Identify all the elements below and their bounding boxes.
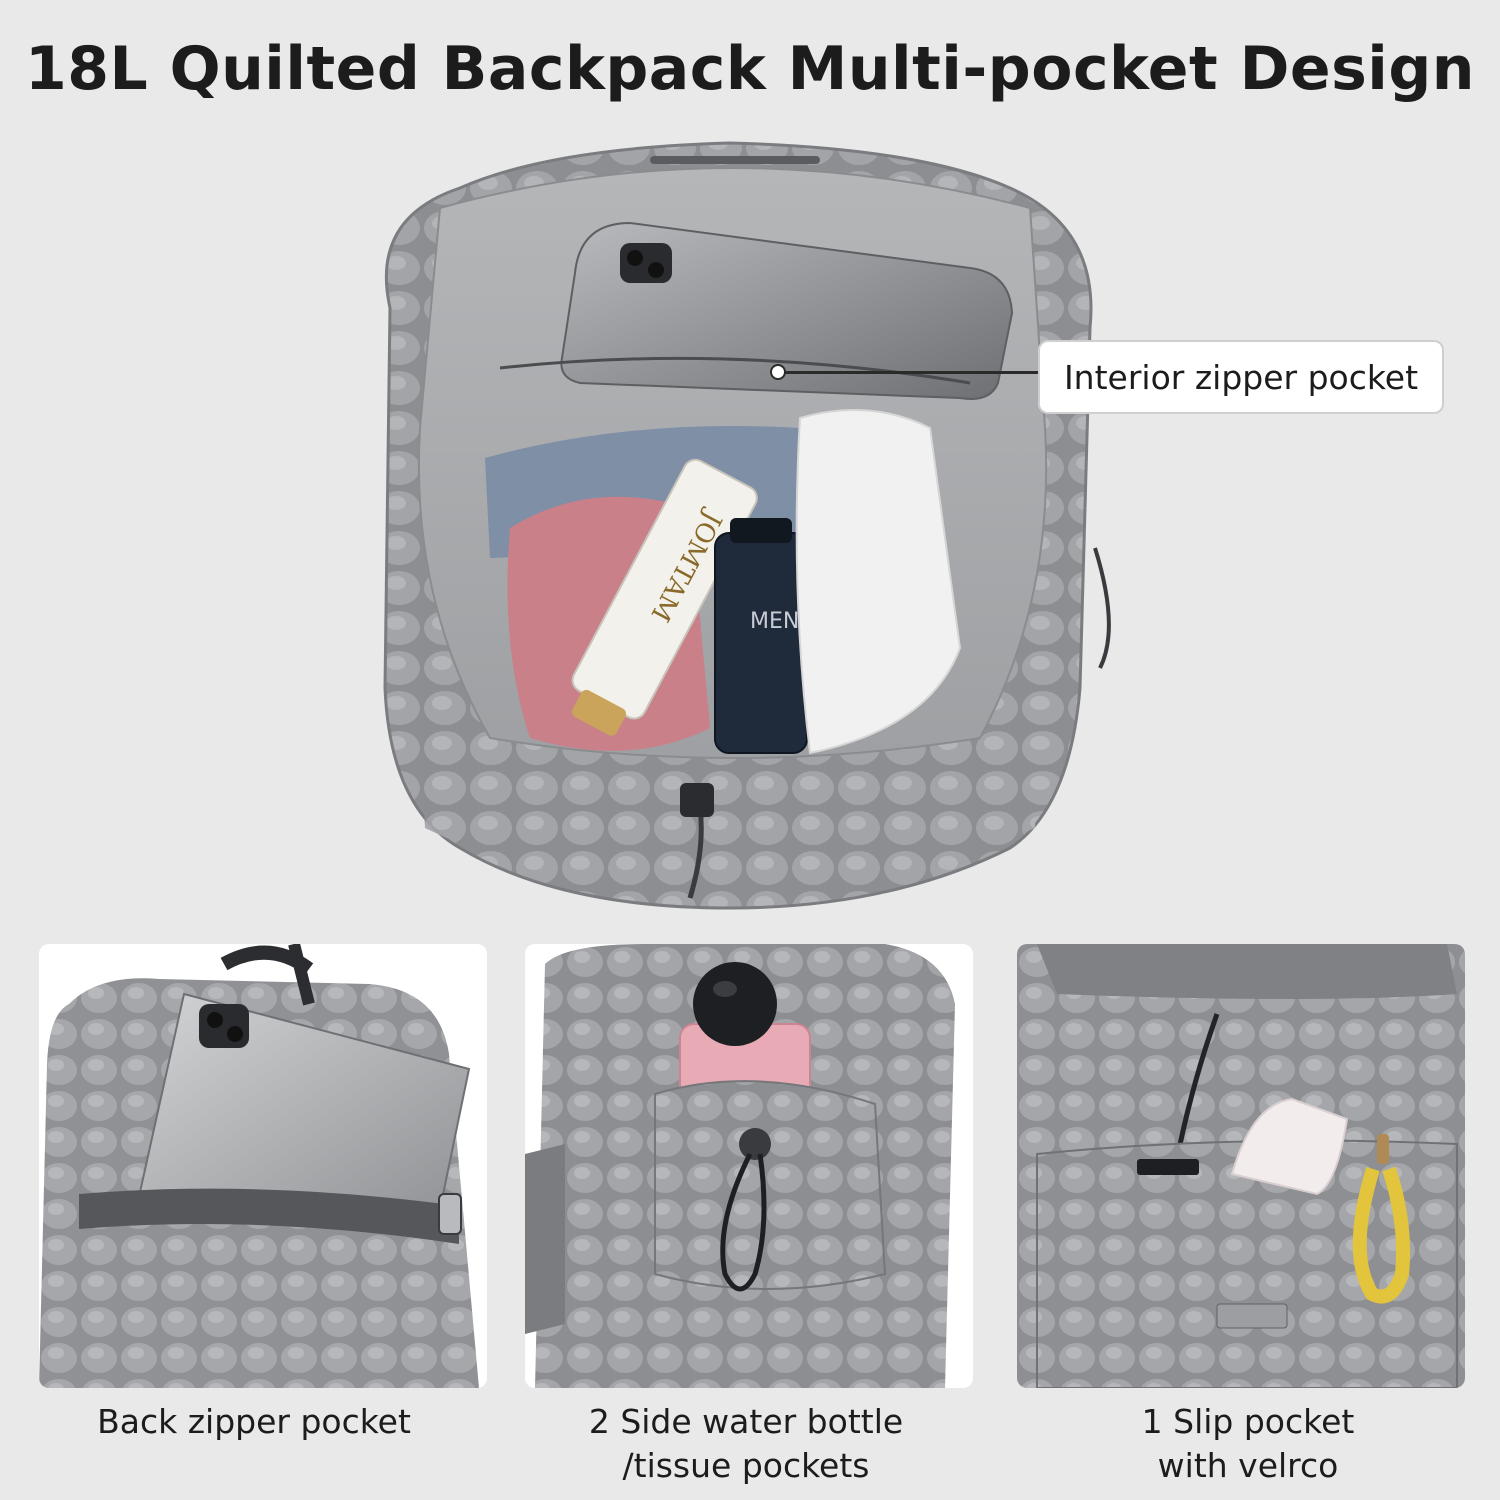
caption-back-zipper-pocket: Back zipper pocket — [30, 1400, 478, 1444]
page-title: 18L Quilted Backpack Multi-pocket Design — [24, 34, 1476, 104]
panel-slip-pocket-image — [1017, 944, 1465, 1388]
callout-interior-zipper-pocket: Interior zipper pocket — [1038, 340, 1444, 414]
callout-leader-line — [778, 371, 1040, 374]
callout-dot — [770, 364, 786, 380]
panel-side-bottle-pocket-image — [525, 944, 973, 1388]
caption-line: Back zipper pocket — [97, 1402, 411, 1441]
caption-line: 1 Slip pocket — [1141, 1402, 1355, 1441]
hero-open-backpack-image: JOMTAM MEN — [330, 128, 1130, 918]
caption-line: with velrco — [1157, 1446, 1339, 1485]
panel-back-zipper-pocket-image — [39, 944, 487, 1388]
caption-line: 2 Side water bottle — [588, 1402, 904, 1441]
caption-side-bottle-pockets: 2 Side water bottle /tissue pockets — [522, 1400, 970, 1488]
caption-line: /tissue pockets — [622, 1446, 870, 1485]
caption-slip-pocket: 1 Slip pocket with velrco — [1024, 1400, 1472, 1488]
bottle-brand-text: MEN — [750, 609, 799, 634]
